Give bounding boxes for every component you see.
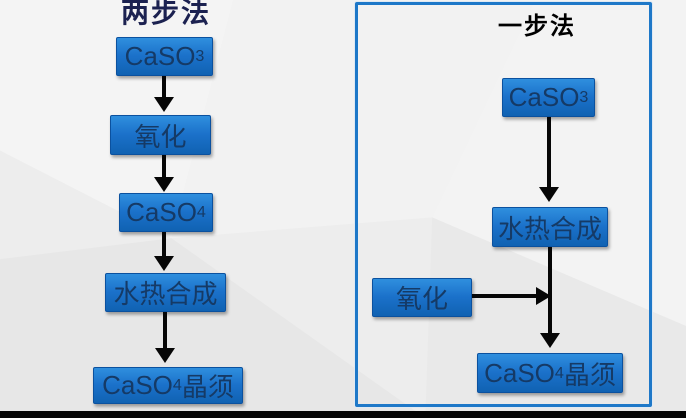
- node-label: 水热合成: [497, 213, 602, 244]
- node-label: CaSO: [126, 197, 197, 227]
- node-label: CaSO: [484, 357, 555, 388]
- arrow-down-icon: [154, 97, 174, 112]
- node-label-subscript: 4: [196, 203, 206, 222]
- node-label-subscript: 3: [579, 88, 589, 107]
- node-label: 氧化: [395, 284, 448, 314]
- arrow-down-line: [163, 312, 167, 348]
- arrow-down-line: [162, 155, 166, 178]
- arrow-down-line: [162, 76, 166, 98]
- flow-node-hydrothermal-left: 水热合成: [105, 273, 226, 312]
- flow-node-oxidation-right: 氧化: [372, 278, 472, 317]
- flow-node-hydrothermal-right: 水热合成: [492, 207, 608, 247]
- arrow-down-icon: [154, 177, 174, 192]
- arrow-right-line: [472, 294, 536, 298]
- flow-node-oxidation-left: 氧化: [110, 115, 211, 155]
- bottom-divider-bar: [0, 411, 686, 418]
- node-label-suffix: 晶须: [181, 372, 234, 402]
- two-step-method-title: 两步法: [120, 0, 211, 28]
- node-label-subscript: 4: [172, 376, 182, 395]
- node-label: CaSO: [102, 370, 173, 400]
- arrow-down-line: [547, 117, 551, 188]
- arrow-down-icon: [155, 348, 175, 363]
- arrow-right-icon: [536, 287, 551, 305]
- node-label: 氧化: [134, 121, 187, 152]
- node-label: CaSO: [508, 82, 580, 112]
- node-label-subscript: 4: [554, 363, 564, 382]
- node-label-subscript: 3: [195, 47, 205, 66]
- one-step-method-title: 一步法: [498, 13, 576, 40]
- node-label-suffix: 晶须: [563, 359, 616, 390]
- arrow-down-line: [162, 232, 166, 256]
- node-label: 水热合成: [113, 279, 218, 309]
- arrow-down-icon: [539, 187, 559, 202]
- one-step-frame: [355, 2, 652, 407]
- arrow-down-icon: [154, 256, 174, 271]
- node-label: CaSO: [124, 41, 196, 71]
- arrow-down-icon: [540, 333, 560, 348]
